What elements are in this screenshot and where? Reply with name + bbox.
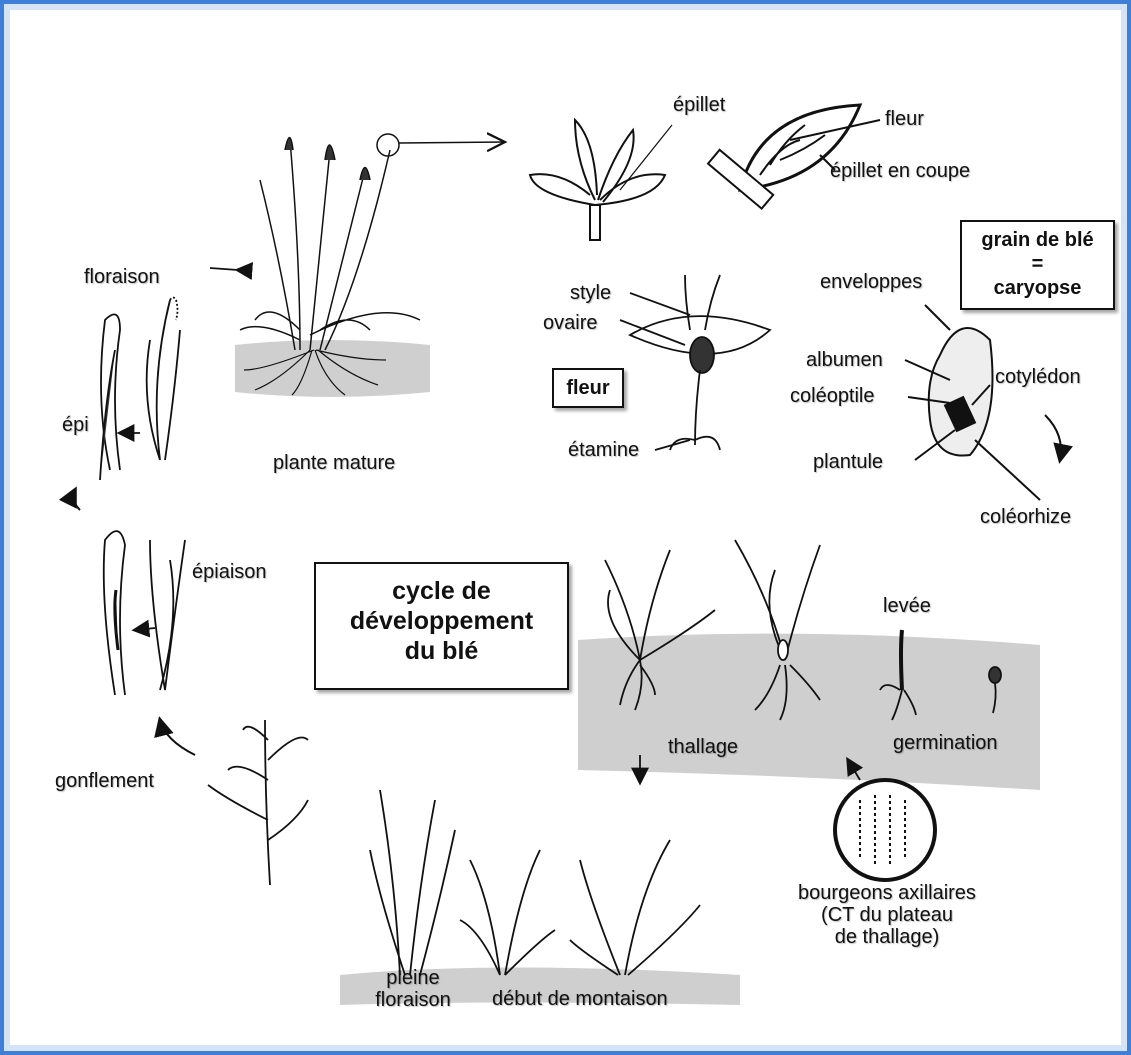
flowering-stage-illustration bbox=[100, 268, 238, 480]
label-albumen: albumen bbox=[806, 349, 883, 371]
pleine-line-2: floraison bbox=[358, 989, 468, 1011]
label-thallage: thallage bbox=[668, 736, 738, 758]
pleine-line-1: pleine bbox=[358, 967, 468, 989]
cycle-title-box: cycle de développement du blé bbox=[314, 562, 569, 690]
label-cotyledon: cotylédon bbox=[995, 366, 1081, 388]
cycle-line-2: développement bbox=[316, 606, 567, 636]
bourgeons-line-2: (CT du plateau bbox=[782, 904, 992, 926]
label-gonflement: gonflement bbox=[55, 770, 154, 792]
stem-elongation-plants-illustration bbox=[370, 790, 700, 975]
bourgeons-line-1: bourgeons axillaires bbox=[782, 882, 992, 904]
label-epi: épi bbox=[62, 414, 89, 436]
grain-box: grain de blé = caryopse bbox=[960, 220, 1115, 310]
cycle-line-1: cycle de bbox=[316, 576, 567, 606]
label-epillet-en-coupe: épillet en coupe bbox=[830, 160, 970, 182]
axillary-buds-illustration bbox=[835, 780, 935, 880]
spikelet-section-illustration bbox=[708, 105, 880, 209]
cycle-arrow-1 bbox=[73, 490, 80, 510]
label-floraison: floraison bbox=[84, 266, 160, 288]
bourgeons-line-3: de thallage) bbox=[782, 926, 992, 948]
label-epillet: épillet bbox=[673, 94, 725, 116]
heading-stage-illustration bbox=[104, 531, 185, 695]
label-style: style bbox=[570, 282, 611, 304]
grain-line-1: grain de blé bbox=[962, 228, 1113, 252]
label-enveloppes: enveloppes bbox=[820, 271, 922, 293]
seed-illustration bbox=[905, 305, 1061, 500]
label-plante-mature: plante mature bbox=[273, 452, 395, 474]
label-coleorhize: coléorhize bbox=[980, 506, 1071, 528]
epillet-pointer bbox=[620, 125, 672, 190]
label-germination: germination bbox=[893, 732, 998, 754]
label-plantule: plantule bbox=[813, 451, 883, 473]
label-fleur: fleur bbox=[885, 108, 924, 130]
grain-line-2: = bbox=[962, 252, 1113, 276]
label-pleine-floraison: pleine floraison bbox=[358, 967, 468, 1011]
label-levee: levée bbox=[883, 595, 931, 617]
fleur-box: fleur bbox=[552, 368, 624, 408]
grain-line-3: caryopse bbox=[962, 276, 1113, 300]
cycle-line-3: du blé bbox=[316, 636, 567, 666]
spikelet-illustration bbox=[530, 120, 665, 240]
label-ovaire: ovaire bbox=[543, 312, 597, 334]
label-coleoptile: coléoptile bbox=[790, 385, 875, 407]
cycle-arrow-2 bbox=[160, 720, 195, 755]
label-etamine: étamine bbox=[568, 439, 639, 461]
label-bourgeons-axillaires: bourgeons axillaires (CT du plateau de t… bbox=[782, 882, 992, 948]
flower-illustration bbox=[620, 275, 770, 450]
booting-stage-illustration bbox=[208, 720, 308, 885]
mature-plant-illustration bbox=[235, 134, 505, 397]
label-epiaison: épiaison bbox=[192, 561, 267, 583]
label-debut-montaison: début de montaison bbox=[492, 988, 668, 1010]
